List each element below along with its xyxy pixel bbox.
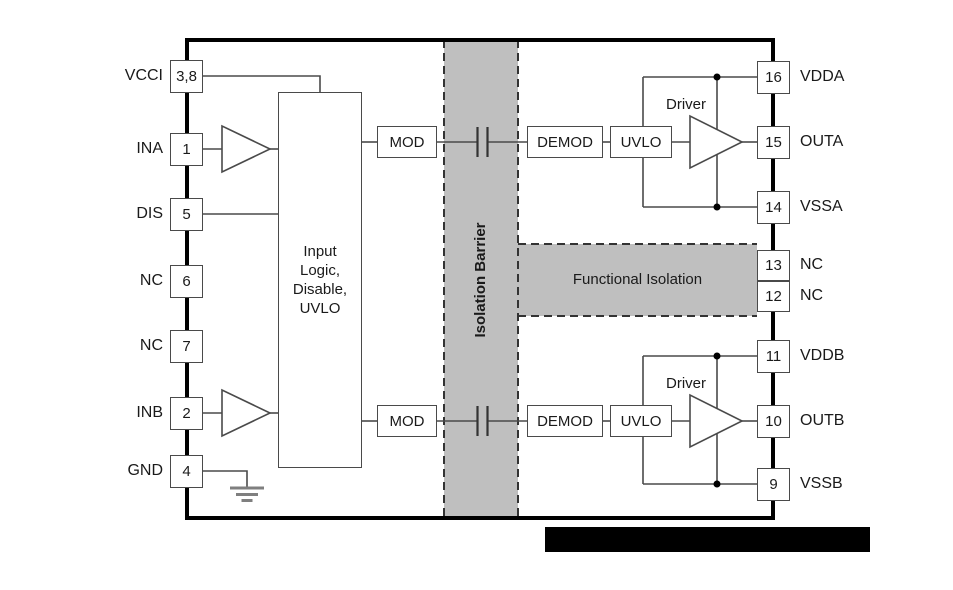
pin-label-nc13: NC — [800, 256, 824, 273]
pin-label-outb: OUTB — [800, 412, 845, 429]
pin-label-vcci: VCCI — [124, 67, 163, 84]
pin-box-nc6: 6 — [170, 264, 203, 298]
pin-box-outa: 15 — [757, 125, 790, 159]
pin-number: 5 — [182, 205, 191, 223]
demod-a-block: DEMOD — [527, 126, 603, 158]
input-logic-block: Input Logic, Disable, UVLO — [278, 92, 362, 468]
input-logic-line: Disable, — [292, 281, 348, 298]
capacitor-b-icon — [476, 406, 489, 436]
input-logic-line: Input — [303, 243, 337, 260]
pin-label-nc12: NC — [800, 287, 824, 304]
driver-a-triangle-icon — [689, 114, 744, 170]
input-buffer-b-icon — [221, 388, 272, 438]
driver-b-triangle-icon — [689, 393, 744, 449]
pin-number: 1 — [182, 140, 191, 158]
pin-box-ina: 1 — [170, 132, 203, 166]
pin-box-inb: 2 — [170, 396, 203, 430]
pin-box-vssb: 9 — [757, 467, 790, 501]
pin-number: 7 — [182, 337, 191, 355]
pin-box-vddb: 11 — [757, 339, 790, 373]
pin-label-outa: OUTA — [800, 133, 844, 150]
pin-box-outb: 10 — [757, 404, 790, 438]
pin-label-nc6: NC — [139, 272, 163, 289]
input-logic-line: Logic, — [299, 262, 341, 279]
pin-label-vddb: VDDB — [800, 347, 845, 364]
isolation-barrier-band — [444, 40, 518, 520]
functional-isolation-band — [518, 244, 757, 316]
pin-number: 3,8 — [176, 67, 197, 85]
pin-number: 16 — [765, 68, 782, 86]
junction-dots — [713, 73, 721, 488]
pin-number: 6 — [182, 272, 191, 290]
pin-label-nc7: NC — [139, 337, 163, 354]
mod-b-block: MOD — [377, 405, 437, 437]
uvlo-b-block: UVLO — [610, 405, 672, 437]
mod-a-label: MOD — [389, 133, 425, 151]
uvlo-a-block: UVLO — [610, 126, 672, 158]
pin-label-vssa: VSSA — [800, 198, 843, 215]
pin-number: 15 — [765, 133, 782, 151]
driver-a-label: Driver — [666, 96, 706, 113]
uvlo-a-label: UVLO — [620, 133, 662, 151]
pin-label-ina: INA — [136, 140, 163, 157]
pin-box-vcci: 3,8 — [170, 59, 203, 93]
pin-box-gnd: 4 — [170, 454, 203, 488]
pin-number: 4 — [182, 462, 191, 480]
demod-b-label: DEMOD — [537, 412, 593, 430]
driver-b-label: Driver — [666, 375, 706, 392]
demod-a-label: DEMOD — [537, 133, 593, 151]
uvlo-b-label: UVLO — [620, 412, 662, 430]
pin-label-vssb: VSSB — [800, 475, 843, 492]
pin-box-nc13: 13 — [757, 250, 790, 281]
pin-number: 9 — [769, 475, 778, 493]
demod-b-block: DEMOD — [527, 405, 603, 437]
pin-label-inb: INB — [136, 404, 163, 421]
pin-number: 11 — [765, 347, 782, 365]
pin-number: 13 — [765, 257, 782, 274]
isolation-barrier-dashed-border — [443, 40, 519, 518]
capacitor-a-icon — [476, 127, 489, 157]
redaction-bar — [545, 527, 870, 552]
pin-number: 2 — [182, 404, 191, 422]
pin-box-vdda: 16 — [757, 60, 790, 94]
pin-box-nc7: 7 — [170, 329, 203, 363]
pin-box-nc12: 12 — [757, 281, 790, 312]
pin-number: 14 — [765, 198, 782, 216]
signal-wires — [203, 75, 757, 487]
pin-number: 10 — [765, 412, 782, 430]
functional-isolation-label: Functional Isolation — [572, 271, 703, 288]
mod-b-label: MOD — [389, 412, 425, 430]
pin-box-dis: 5 — [170, 197, 203, 231]
input-buffer-a-icon — [221, 124, 272, 174]
isolation-barrier-label: Isolation Barrier — [472, 222, 489, 338]
input-logic-line: UVLO — [299, 300, 341, 317]
pin-number: 12 — [765, 288, 782, 305]
mod-a-block: MOD — [377, 126, 437, 158]
pin-box-vssa: 14 — [757, 190, 790, 224]
pin-label-vdda: VDDA — [800, 68, 845, 85]
functional-isolation-dashed-border — [518, 243, 757, 317]
pin-label-dis: DIS — [136, 205, 163, 222]
ground-symbol-icon — [230, 486, 264, 502]
pin-label-gnd: GND — [127, 462, 163, 479]
